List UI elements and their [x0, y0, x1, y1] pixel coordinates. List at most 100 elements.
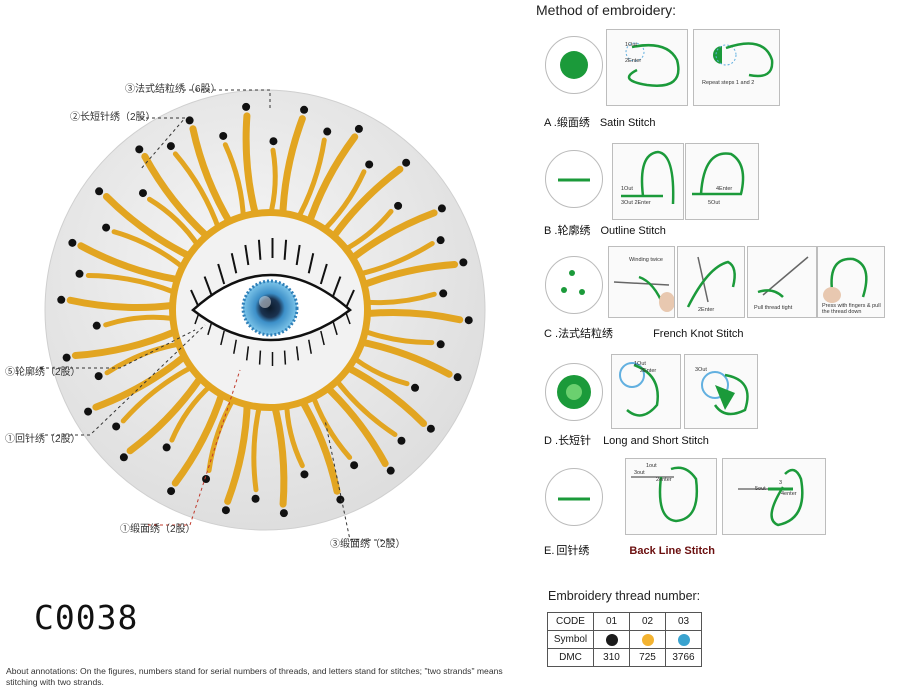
- thread-dmc-3: 3766: [665, 648, 702, 667]
- french-knot-photo-1: Winding twice: [608, 246, 675, 318]
- satin-photo-2: Repeat steps 1 and 2: [693, 29, 780, 106]
- stitch-sample-french-knot: [545, 256, 603, 314]
- annotation-long-short: ②长短针绣（2股）: [70, 112, 156, 123]
- outline-photo-1-text-1: 1Out: [621, 186, 633, 192]
- bead: [300, 470, 309, 479]
- bead: [102, 223, 111, 232]
- long-short-photo-1-text-2: 2Enter: [640, 368, 657, 374]
- stitch-sample-long-short: [545, 363, 603, 421]
- sun-inner-ring: [169, 209, 371, 411]
- bead: [394, 201, 403, 210]
- eye-lash-top: [295, 244, 301, 266]
- sun-ray: [171, 388, 227, 487]
- thread-row-dmc: DMC 310 725 3766: [547, 648, 702, 667]
- bead: [94, 372, 103, 381]
- annotation-french-knot: ③法式结粒绣（6股）: [125, 84, 221, 95]
- back-stitch-photo-2-text-3: 4enter: [781, 491, 797, 497]
- bead: [365, 160, 374, 169]
- annotation-back-stitch: ①回针绣（2股）: [5, 434, 81, 445]
- thread-row-symbol: Symbol: [547, 630, 702, 649]
- bead: [354, 124, 363, 133]
- bead: [84, 407, 93, 416]
- embroidery-pattern-figure: [40, 89, 486, 541]
- back-stitch-photo-1-text-1: 1out: [646, 463, 657, 469]
- french-knot-photo-4: Press with fingers & pull the thread dow…: [817, 246, 885, 318]
- eye-lash-top: [319, 263, 328, 285]
- long-short-photo-2-text: 3Out: [695, 367, 707, 373]
- thread-symbol-1: [605, 633, 618, 646]
- eye-lash-top: [217, 263, 226, 285]
- outline-photo-2-text-2: 5Out: [708, 200, 720, 206]
- bead: [464, 316, 473, 325]
- eye-iris-beads: [241, 279, 299, 337]
- sun-ray: [71, 327, 180, 360]
- bead: [350, 461, 359, 470]
- annotation-satin-3: ③缎面绣（2股）: [330, 539, 406, 550]
- annotation-note: About annotations: On the figures, numbe…: [6, 666, 503, 687]
- back-stitch-photo-2-text-1: 5out: [755, 486, 766, 492]
- sun-ray: [85, 273, 178, 295]
- sun-ray: [92, 352, 189, 411]
- sun-ray: [242, 112, 260, 222]
- bead: [166, 142, 175, 151]
- outline-photo-1: 1Out 3Out 2Enter: [612, 143, 684, 220]
- stitch-sample-outline: [545, 150, 603, 208]
- bead: [300, 105, 309, 114]
- sun-ray: [270, 398, 288, 508]
- eye-lash-top: [230, 253, 238, 274]
- french-knot-photo-3: Pull thread tight: [747, 246, 817, 318]
- bead: [323, 127, 332, 136]
- bead: [167, 487, 176, 496]
- sun-ray: [103, 314, 176, 328]
- eye-lash-bottom: [245, 346, 250, 361]
- long-short-photo-1-text-1: 1Out: [634, 361, 646, 367]
- bead: [459, 258, 468, 267]
- method-title: Method of embroidery:: [536, 2, 677, 18]
- bead: [221, 506, 230, 515]
- bead: [185, 116, 194, 125]
- bead: [453, 373, 462, 382]
- sun-ray: [111, 229, 186, 271]
- outline-photo-2-text-1: 4Enter: [716, 186, 733, 192]
- thread-row-label-symbol: Symbol: [547, 630, 594, 649]
- thread-code-3: 03: [665, 612, 702, 631]
- thread-row-code: CODE 01 02 03: [547, 612, 702, 631]
- eye-lash-top: [331, 276, 342, 297]
- thread-row-label-dmc: DMC: [547, 648, 594, 667]
- thread-dmc-1: 310: [593, 648, 630, 667]
- sun-ray: [120, 364, 196, 424]
- outline-photo-1-text-2: 3Out 2Enter: [621, 200, 651, 206]
- eye-lash-top: [283, 239, 288, 260]
- thread-dmc-2: 725: [629, 648, 666, 667]
- long-short-photo-1: 1Out 2Enter: [611, 354, 681, 429]
- french-knot-photo-1-text: Winding twice: [629, 257, 663, 263]
- bead: [202, 475, 211, 484]
- sun-rays: [66, 112, 464, 508]
- eye-lash-bottom: [308, 339, 312, 354]
- eye: [190, 238, 355, 366]
- bead: [62, 353, 71, 362]
- bead: [57, 295, 66, 304]
- bead: [436, 236, 445, 245]
- thread-code-1: 01: [593, 612, 630, 631]
- sun-ray: [102, 193, 194, 260]
- eye-lash-bottom: [233, 339, 237, 354]
- back-stitch-photo-2: 5out 3 4enter: [722, 458, 826, 535]
- bead: [138, 189, 147, 198]
- bead: [397, 436, 406, 445]
- bead: [437, 204, 446, 213]
- satin-photo-2-text: Repeat steps 1 and 2: [702, 80, 755, 86]
- bead: [242, 102, 251, 111]
- back-stitch-photo-1-text-2: 3out: [634, 470, 645, 476]
- bead: [119, 453, 128, 462]
- eye-lash-bottom: [295, 346, 300, 361]
- thread-symbol-2: [641, 633, 654, 646]
- french-knot-beads: [57, 102, 473, 518]
- bead: [402, 158, 411, 167]
- satin-photo-1-text-1: 1Out: [625, 42, 637, 48]
- product-code: C0038: [34, 598, 139, 637]
- bead: [162, 443, 171, 452]
